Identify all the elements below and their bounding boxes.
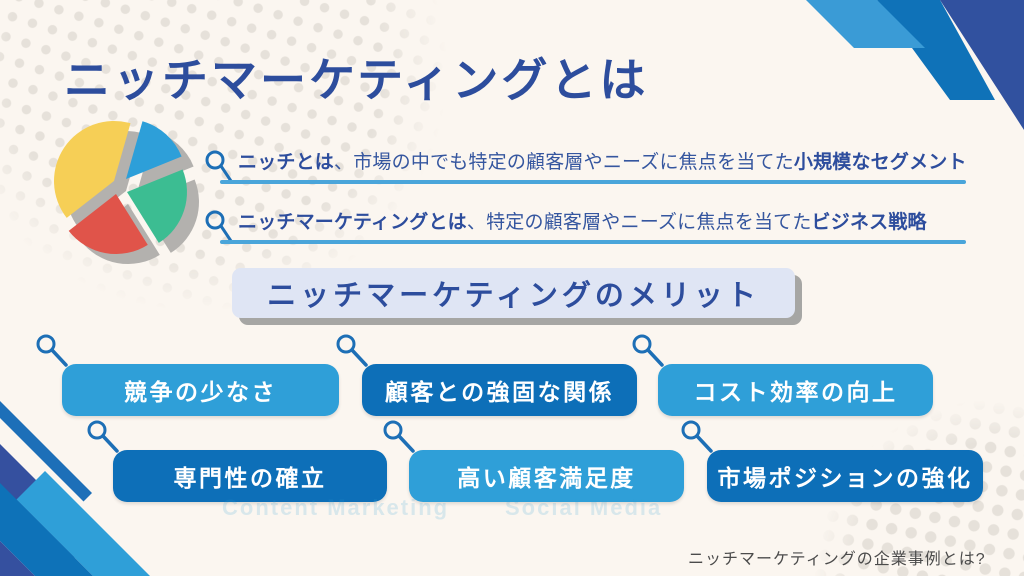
magnifier-icon	[205, 210, 233, 243]
merit-button-less-competition: 競争の少なさ	[36, 334, 339, 416]
merit-button-expertise: 専門性の確立	[87, 420, 387, 502]
pie-slice-yellow	[54, 120, 131, 218]
magnifier-icon	[383, 420, 415, 453]
merit-button-label: 専門性の確立	[173, 465, 327, 491]
merit-button-market-position: 市場ポジションの強化	[681, 420, 983, 502]
magnifier-icon	[87, 420, 119, 453]
corner-accent-mid-top-right	[877, 0, 995, 100]
watermark-social-media: Social Media	[505, 495, 663, 520]
definition-row-niche: ニッチとは、市場の中でも特定の顧客層やニーズに焦点を当てた小規模なセグメント	[204, 147, 966, 189]
merit-button-label: 競争の少なさ	[124, 379, 277, 405]
pie-slice-green	[127, 169, 187, 243]
pie-slice-red	[68, 194, 148, 255]
merit-button-label: コスト効率の向上	[693, 379, 898, 405]
watermark-content-marketing: Content Marketing	[222, 495, 450, 520]
magnifier-icon	[36, 334, 68, 367]
definition-term: ニッチとは	[238, 152, 335, 173]
definition-text: ニッチマーケティングとは、特定の顧客層やニーズに焦点を当てたビジネス戦略	[238, 207, 966, 234]
magnifier-icon	[681, 420, 713, 453]
page-title: ニッチマーケティングとは	[64, 54, 649, 106]
footer-question: ニッチマーケティングの企業事例とは?	[688, 551, 986, 568]
merit-heading-box: ニッチマーケティングのメリット	[232, 268, 795, 318]
magnifier-icon	[632, 334, 664, 367]
corner-accent-light-top-right	[806, 0, 925, 48]
magnifier-icon	[205, 150, 233, 183]
merit-button-label: 市場ポジションの強化	[717, 465, 973, 491]
definition-highlight: 小規模なセグメント	[793, 152, 967, 173]
merit-button-customer-satisfaction: 高い顧客満足度	[383, 420, 684, 502]
stripe-mid-bottom-left	[0, 483, 93, 576]
merit-heading-label: ニッチマーケティングのメリット	[267, 280, 760, 312]
merit-button-label: 顧客との強固な関係	[384, 379, 615, 405]
definition-body: 、市場の中でも特定の顧客層やニーズに焦点を当てた	[334, 152, 794, 173]
definition-term: ニッチマーケティングとは	[238, 212, 467, 233]
stripe-thin-bottom-left	[0, 401, 92, 502]
merit-button-strong-customer-relations: 顧客との強固な関係	[336, 334, 637, 416]
definition-body: 、特定の顧客層やニーズに焦点を当てた	[466, 212, 812, 233]
corner-triangle-bottom-left	[0, 541, 35, 576]
merit-button-cost-efficiency: コスト効率の向上	[632, 334, 933, 416]
definition-row-niche-marketing: ニッチマーケティングとは、特定の顧客層やニーズに焦点を当てたビジネス戦略	[204, 207, 966, 249]
stripe-light-bottom-left	[16, 471, 150, 576]
pie-chart	[54, 120, 199, 265]
definition-underline	[220, 240, 966, 244]
corner-accent-navy-top-right	[940, 0, 1024, 130]
definition-text: ニッチとは、市場の中でも特定の顧客層やニーズに焦点を当てた小規模なセグメント	[238, 147, 966, 174]
magnifier-icon	[336, 334, 368, 367]
definition-underline	[220, 180, 966, 184]
pie-slice-blue	[126, 121, 182, 179]
merit-button-label: 高い顧客満足度	[457, 465, 636, 491]
definition-highlight: ビジネス戦略	[811, 212, 927, 233]
